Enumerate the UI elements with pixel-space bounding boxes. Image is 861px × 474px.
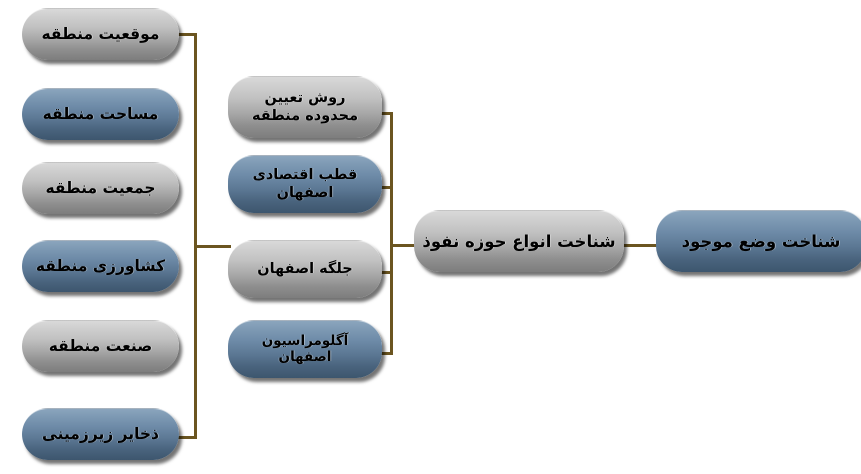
- node-level2[interactable]: شناخت انواع حوزه نفوذ: [414, 210, 624, 272]
- node-middle-3-label: جلگه اصفهان: [257, 260, 353, 277]
- connector-middle-spine: [390, 112, 393, 355]
- node-left-1-label: موقعیت منطقه: [41, 25, 160, 44]
- node-middle-3[interactable]: جلگه اصفهان: [228, 240, 382, 298]
- connector-middle-branch-2: [378, 186, 393, 189]
- node-left-6-label: ذخایر زیرزمینی: [41, 425, 160, 444]
- node-left-5[interactable]: صنعت منطقه: [22, 320, 179, 372]
- node-left-6[interactable]: ذخایر زیرزمینی: [22, 408, 179, 460]
- connector-middle-branch-3: [378, 271, 393, 274]
- connector-left-branch-1: [176, 33, 197, 36]
- node-root[interactable]: شناخت وضع موجود: [656, 210, 861, 272]
- node-level2-label: شناخت انواع حوزه نفوذ: [422, 231, 616, 251]
- node-middle-4-label: آگلومراسیون اصفهان: [261, 332, 349, 365]
- connector-left-stub: [195, 245, 231, 248]
- node-left-5-label: صنعت منطقه: [48, 337, 153, 356]
- node-middle-2-label: قطب اقتصادی اصفهان: [252, 167, 358, 201]
- connector-middle-branch-1: [378, 112, 393, 115]
- connector-middle-branch-4: [378, 352, 393, 355]
- node-middle-4[interactable]: آگلومراسیون اصفهان: [228, 320, 382, 378]
- node-middle-1-label-line2: محدوده منطقه: [251, 107, 359, 124]
- node-left-3-label: جمعیت منطقه: [45, 179, 156, 198]
- connector-left-branch-6: [176, 436, 197, 439]
- node-middle-1-label-line1: روش تعیین: [264, 90, 346, 107]
- connector-left-spine: [194, 33, 197, 439]
- node-middle-2[interactable]: قطب اقتصادی اصفهان: [228, 155, 382, 213]
- node-middle-1[interactable]: روش تعیین محدوده منطقه: [228, 76, 382, 138]
- node-left-2[interactable]: مساحت منطقه: [22, 88, 179, 140]
- node-left-1[interactable]: موقعیت منطقه: [22, 8, 179, 60]
- connector-level2-stub: [392, 244, 416, 247]
- node-left-2-label: مساحت منطقه: [42, 105, 159, 124]
- connector-root-to-level2: [620, 244, 660, 247]
- node-left-4-label: کشاورزی منطقه: [35, 257, 166, 276]
- node-root-label: شناخت وضع موجود: [681, 231, 841, 251]
- node-left-3[interactable]: جمعیت منطقه: [22, 162, 179, 214]
- node-left-4[interactable]: کشاورزی منطقه: [22, 240, 179, 292]
